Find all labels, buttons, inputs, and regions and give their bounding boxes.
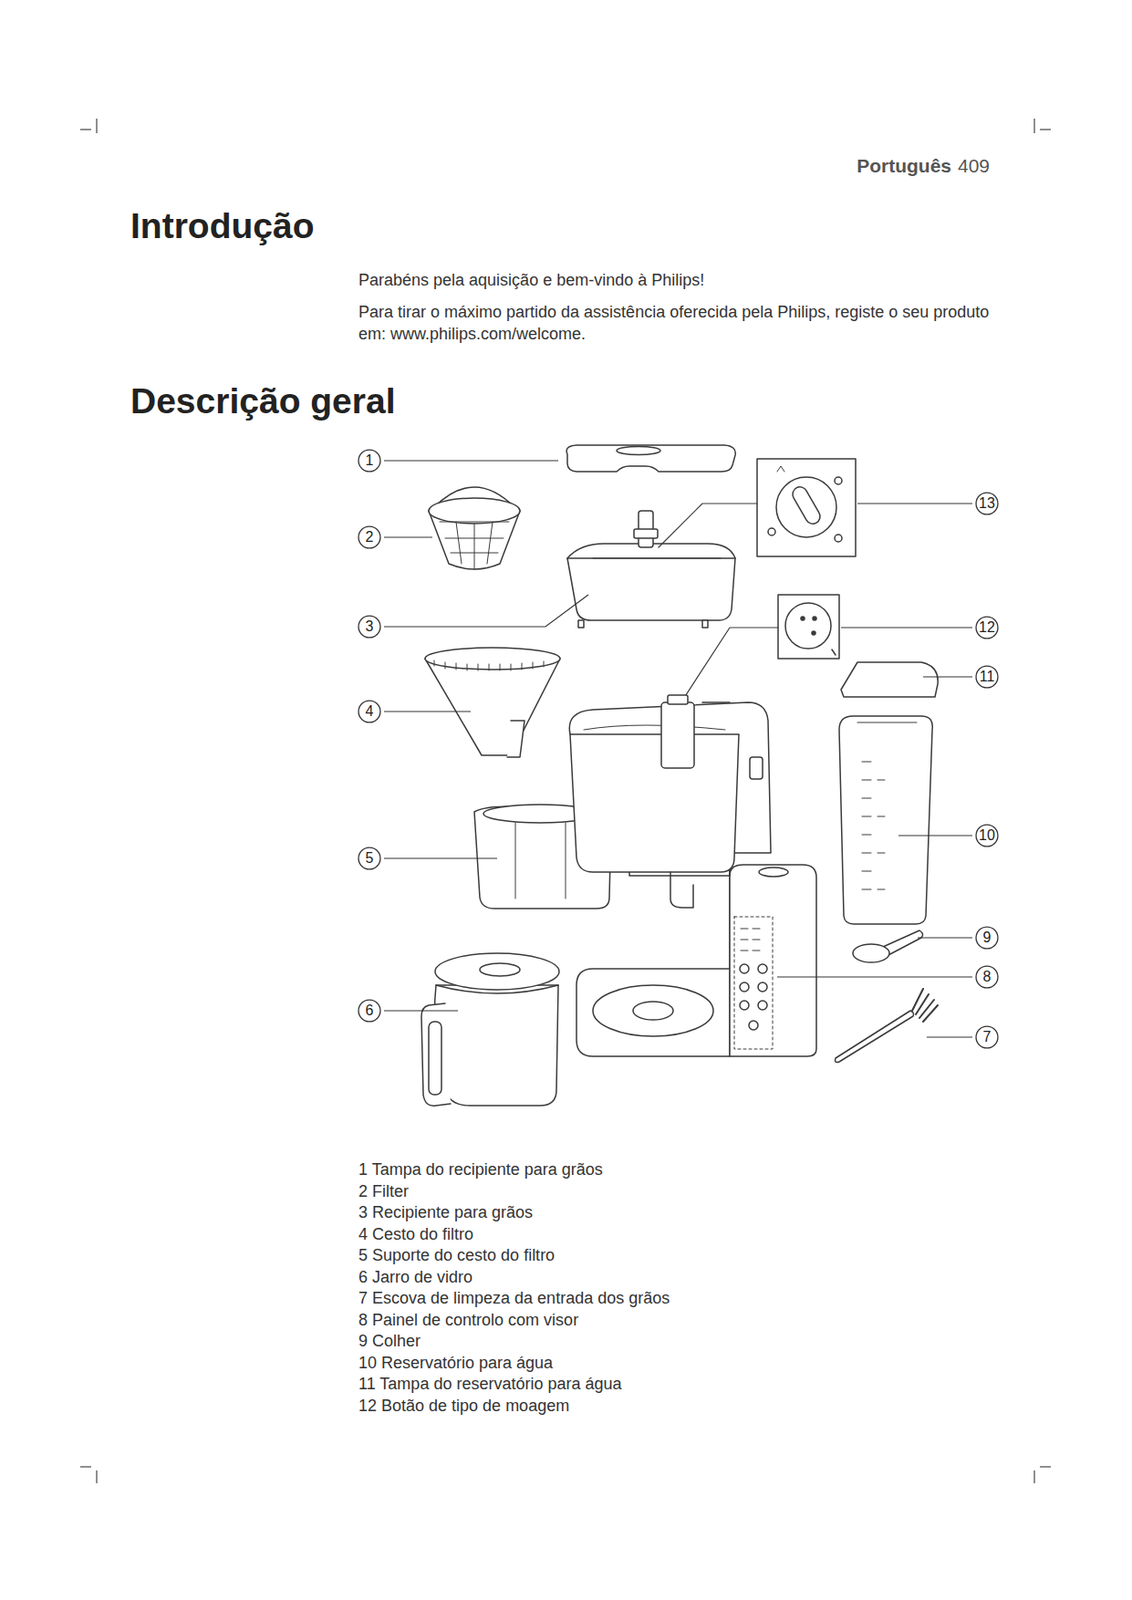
- parts-list-item: 3 Recipiente para grãos: [358, 1203, 533, 1223]
- bean-container: [567, 510, 736, 628]
- callout-text: 9: [975, 929, 999, 946]
- callout-number: 12: [975, 615, 999, 640]
- callout-text: 10: [975, 827, 999, 844]
- parts-list-item: 6 Jarro de vidro: [358, 1267, 473, 1288]
- callout-text: 8: [975, 968, 999, 986]
- callout-text: 7: [975, 1028, 999, 1046]
- body-text: Para tirar o máximo partido da assistênc…: [358, 301, 1016, 345]
- callout-number: 7: [975, 1025, 999, 1049]
- language-tab: Português: [856, 155, 952, 177]
- bean-lid: [566, 445, 736, 472]
- page-heading: Introdução: [130, 206, 315, 247]
- parts-list-item: 1 Tampa do recipiente para grãos: [358, 1160, 603, 1180]
- callout-number: 10: [975, 823, 999, 848]
- callout-number: 8: [975, 965, 999, 989]
- callout-text: 13: [975, 495, 999, 512]
- parts-list-item: 4 Cesto do filtro: [358, 1225, 474, 1245]
- callout-text: 3: [357, 618, 382, 635]
- callout-text: 2: [357, 529, 382, 546]
- parts-list-item: 2 Filter: [358, 1182, 409, 1202]
- page-number: 409: [957, 155, 990, 177]
- callout-number: 11: [975, 664, 999, 689]
- callout-text: 1: [357, 452, 382, 469]
- parts-list-item: 5 Suporte do cesto do filtro: [358, 1246, 555, 1266]
- callout-text: 6: [357, 1002, 382, 1019]
- leader-lines: [384, 460, 973, 1038]
- tank-lid: [841, 662, 938, 697]
- callout-text: 12: [975, 619, 999, 636]
- parts-list-item: 12 Botão de tipo de moagem: [358, 1396, 570, 1416]
- callout-number: 6: [357, 998, 382, 1023]
- callout-number: 2: [357, 525, 382, 550]
- spoon: [852, 930, 924, 963]
- callout-number: 9: [975, 925, 999, 950]
- callout-number: 4: [357, 699, 382, 724]
- water-tank: [839, 716, 933, 925]
- inset-detail: [682, 594, 840, 701]
- callout-number: 1: [357, 448, 382, 473]
- section-heading: Descrição geral: [130, 381, 396, 422]
- mesh-filter: [428, 487, 520, 570]
- callout-text: 4: [357, 703, 382, 720]
- crop-marks: [80, 118, 1051, 1484]
- filter-cone: [425, 647, 561, 758]
- callout-text: 11: [975, 668, 999, 686]
- inset-detail: [658, 458, 856, 557]
- parts-list-item: 11 Tampa do reservatório para água: [358, 1374, 623, 1394]
- body-text: Parabéns pela aquisição e bem-vindo à Ph…: [358, 270, 705, 291]
- glass-jug: [421, 953, 560, 1106]
- parts-list-item: 8 Painel de controlo com visor: [358, 1310, 579, 1330]
- parts-list-item: 9 Colher: [358, 1331, 421, 1351]
- callout-number: 5: [357, 846, 382, 871]
- brush: [835, 988, 939, 1063]
- parts-list-item: 7 Escova de limpeza da entrada dos grãos: [358, 1288, 670, 1309]
- callout-number: 3: [357, 614, 382, 639]
- callout-text: 5: [357, 850, 382, 867]
- callout-number: 13: [975, 491, 999, 516]
- coffee-machine: [569, 695, 817, 1057]
- parts-list-item: 10 Reservatório para água: [358, 1353, 553, 1373]
